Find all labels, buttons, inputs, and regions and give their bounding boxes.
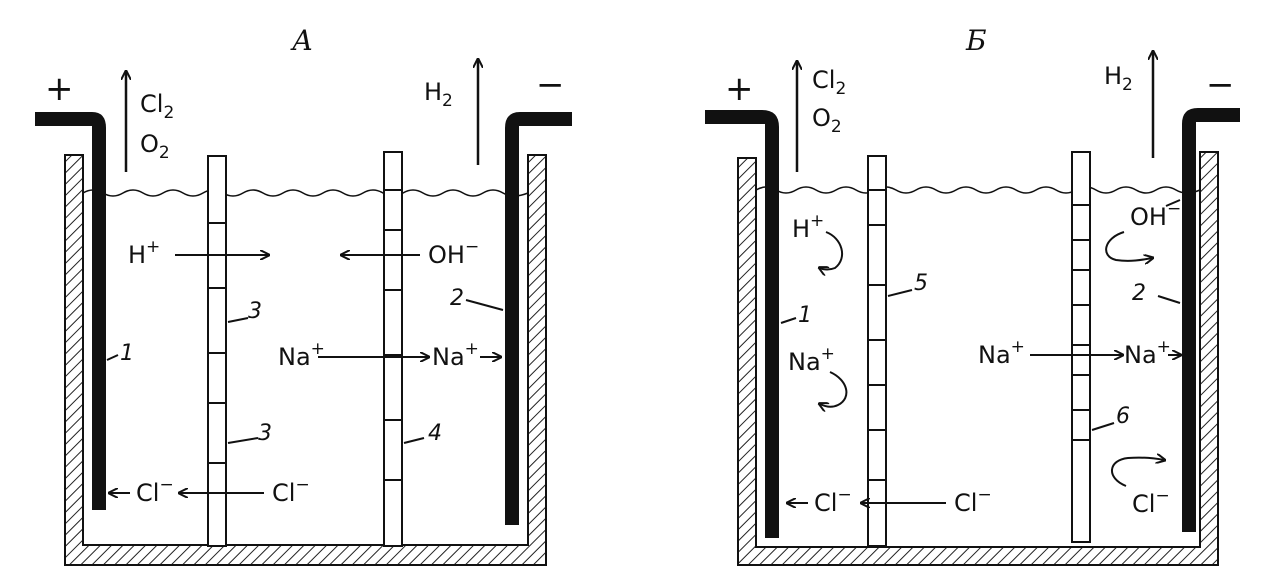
label-3l-a: 3: [258, 421, 272, 446]
ion-cl-bottom-b: Cl−: [1132, 486, 1170, 518]
leader-4-a: [403, 437, 425, 444]
leader-1-a: [106, 354, 119, 361]
membrane-b-left: [867, 155, 887, 547]
label-2-a: 2: [450, 286, 464, 311]
label-2-b: 2: [1132, 281, 1146, 306]
vessel-a-wall: [64, 154, 547, 566]
ion-cl-right-a: Cl−: [272, 475, 310, 507]
ion-na-left-a: Na+: [278, 339, 325, 371]
title-a: А: [290, 24, 313, 57]
ion-cl-left-a: Cl−: [136, 475, 174, 507]
label-1-a: 1: [120, 341, 134, 366]
gas-h2-a: H2: [424, 78, 453, 111]
ion-oh-a: OH−: [428, 237, 479, 269]
leader-2-a: [465, 299, 504, 311]
ion-oh-b: OH−: [1130, 199, 1181, 231]
leader-5-b: [887, 289, 913, 297]
label-5-b: 5: [914, 271, 928, 296]
ion-cl-right-b: Cl−: [954, 485, 992, 517]
gas-o2-b: O2: [812, 104, 842, 137]
ion-na-right-b: Na+: [1124, 337, 1171, 369]
cathode-sign-a: −: [536, 65, 565, 105]
membrane-a: [383, 151, 403, 547]
leader-1-b: [780, 317, 797, 324]
cathode-a: [505, 112, 572, 525]
diaphragm-a: [207, 155, 227, 547]
anode-a: [35, 112, 106, 510]
na-curl-b: [820, 371, 848, 407]
cl-curl-b: [1111, 458, 1164, 487]
membrane-b-right: [1071, 151, 1091, 543]
anode-b: [705, 110, 779, 538]
leader-3l-a: [227, 437, 259, 444]
label-6-b: 6: [1116, 404, 1130, 429]
ion-na-middle-b: Na+: [978, 337, 1025, 369]
gas-cl2-a: Cl2: [140, 90, 174, 123]
label-1-b: 1: [798, 303, 812, 328]
label-4-a: 4: [428, 421, 442, 446]
leader-3u-a: [227, 317, 249, 323]
leader-2-b: [1157, 295, 1181, 304]
cathode-b: [1182, 108, 1240, 532]
ion-h-b: H+: [792, 211, 824, 243]
title-b: Б: [965, 24, 987, 57]
oh-curl-b: [1105, 231, 1152, 261]
cell-a: А + − Cl2 O2 H2 H+ OH− Na+ Na+ Cl− Cl− 1…: [35, 24, 572, 566]
ion-na-left-b: Na+: [788, 344, 835, 376]
label-3u-a: 3: [248, 299, 262, 324]
h-curl-b: [820, 231, 844, 270]
leader-6-b: [1091, 422, 1115, 431]
ion-cl-left-b: Cl−: [814, 485, 852, 517]
gas-cl2-b: Cl2: [812, 66, 846, 99]
leader-oh-b: [1165, 199, 1181, 207]
ion-na-right-a: Na+: [432, 339, 479, 371]
cathode-sign-b: −: [1206, 65, 1235, 105]
cell-b: Б + − Cl2 O2 H2 H+ OH− Na+ Na+ Na+ Cl− C…: [705, 24, 1240, 566]
ion-h-a: H+: [128, 237, 160, 269]
anode-sign-b: +: [725, 69, 754, 109]
solution-surface-a: [82, 189, 529, 197]
solution-surface-b: [755, 186, 1201, 194]
gas-o2-a: O2: [140, 130, 170, 163]
gas-h2-b: H2: [1104, 62, 1133, 95]
anode-sign-a: +: [45, 69, 74, 109]
vessel-b-wall: [737, 151, 1219, 566]
